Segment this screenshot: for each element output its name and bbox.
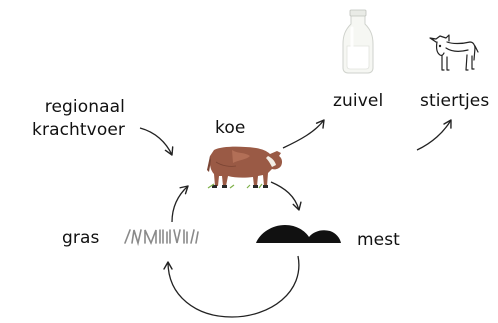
manure-icon <box>256 225 341 243</box>
arrow-mest-to-gras <box>168 256 299 317</box>
arrow-gras-to-koe <box>172 186 188 222</box>
cow-picture <box>207 147 282 188</box>
arrow-zuivel-to-stiertjes <box>417 120 451 150</box>
grass-icon <box>125 230 198 243</box>
arrow-koe-to-mest <box>271 182 299 210</box>
arrow-krachtvoer-to-koe <box>140 128 172 155</box>
arrow-koe-to-zuivel <box>283 120 324 148</box>
calf-icon <box>430 35 478 70</box>
milk-bottle-icon <box>343 10 373 73</box>
